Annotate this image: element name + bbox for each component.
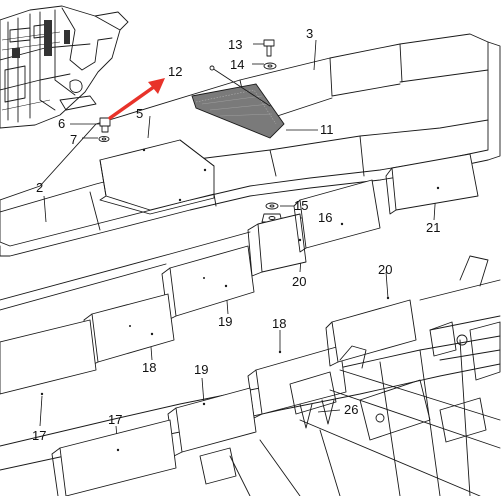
callout-labels: 13 3 14 12 5 6 7 11 2 15 16 21 20 20 19 … [32,26,440,443]
callout-6: 6 [58,116,65,131]
callout-26: 26 [344,402,358,417]
callout-12: 12 [168,64,182,79]
upper-side-panels [247,153,479,277]
callout-3: 3 [306,26,313,41]
callout-11: 11 [320,122,334,137]
callout-18-left: 18 [142,360,156,375]
callout-20-lower: 20 [292,274,306,289]
callout-2: 2 [36,180,43,195]
callout-14: 14 [230,57,244,72]
callout-17-left: 17 [32,428,46,443]
part-5-panel [99,139,215,215]
middle-side-panels [0,231,255,396]
lower-frame-structure [0,255,501,496]
callout-19-lower: 19 [194,362,208,377]
red-direction-arrow [108,78,165,120]
callout-18-right: 18 [272,316,286,331]
callout-19-mid: 19 [218,314,232,329]
machine-body-drawing [0,5,129,129]
callout-15: 15 [294,198,308,213]
callout-13: 13 [228,37,242,52]
callout-20-upper: 20 [378,262,392,277]
callout-17-right: 17 [108,412,122,427]
callout-21: 21 [426,220,440,235]
callout-16: 16 [318,210,332,225]
callout-5: 5 [136,106,143,121]
part-11-filter-cover [191,83,285,139]
callout-7: 7 [70,132,77,147]
